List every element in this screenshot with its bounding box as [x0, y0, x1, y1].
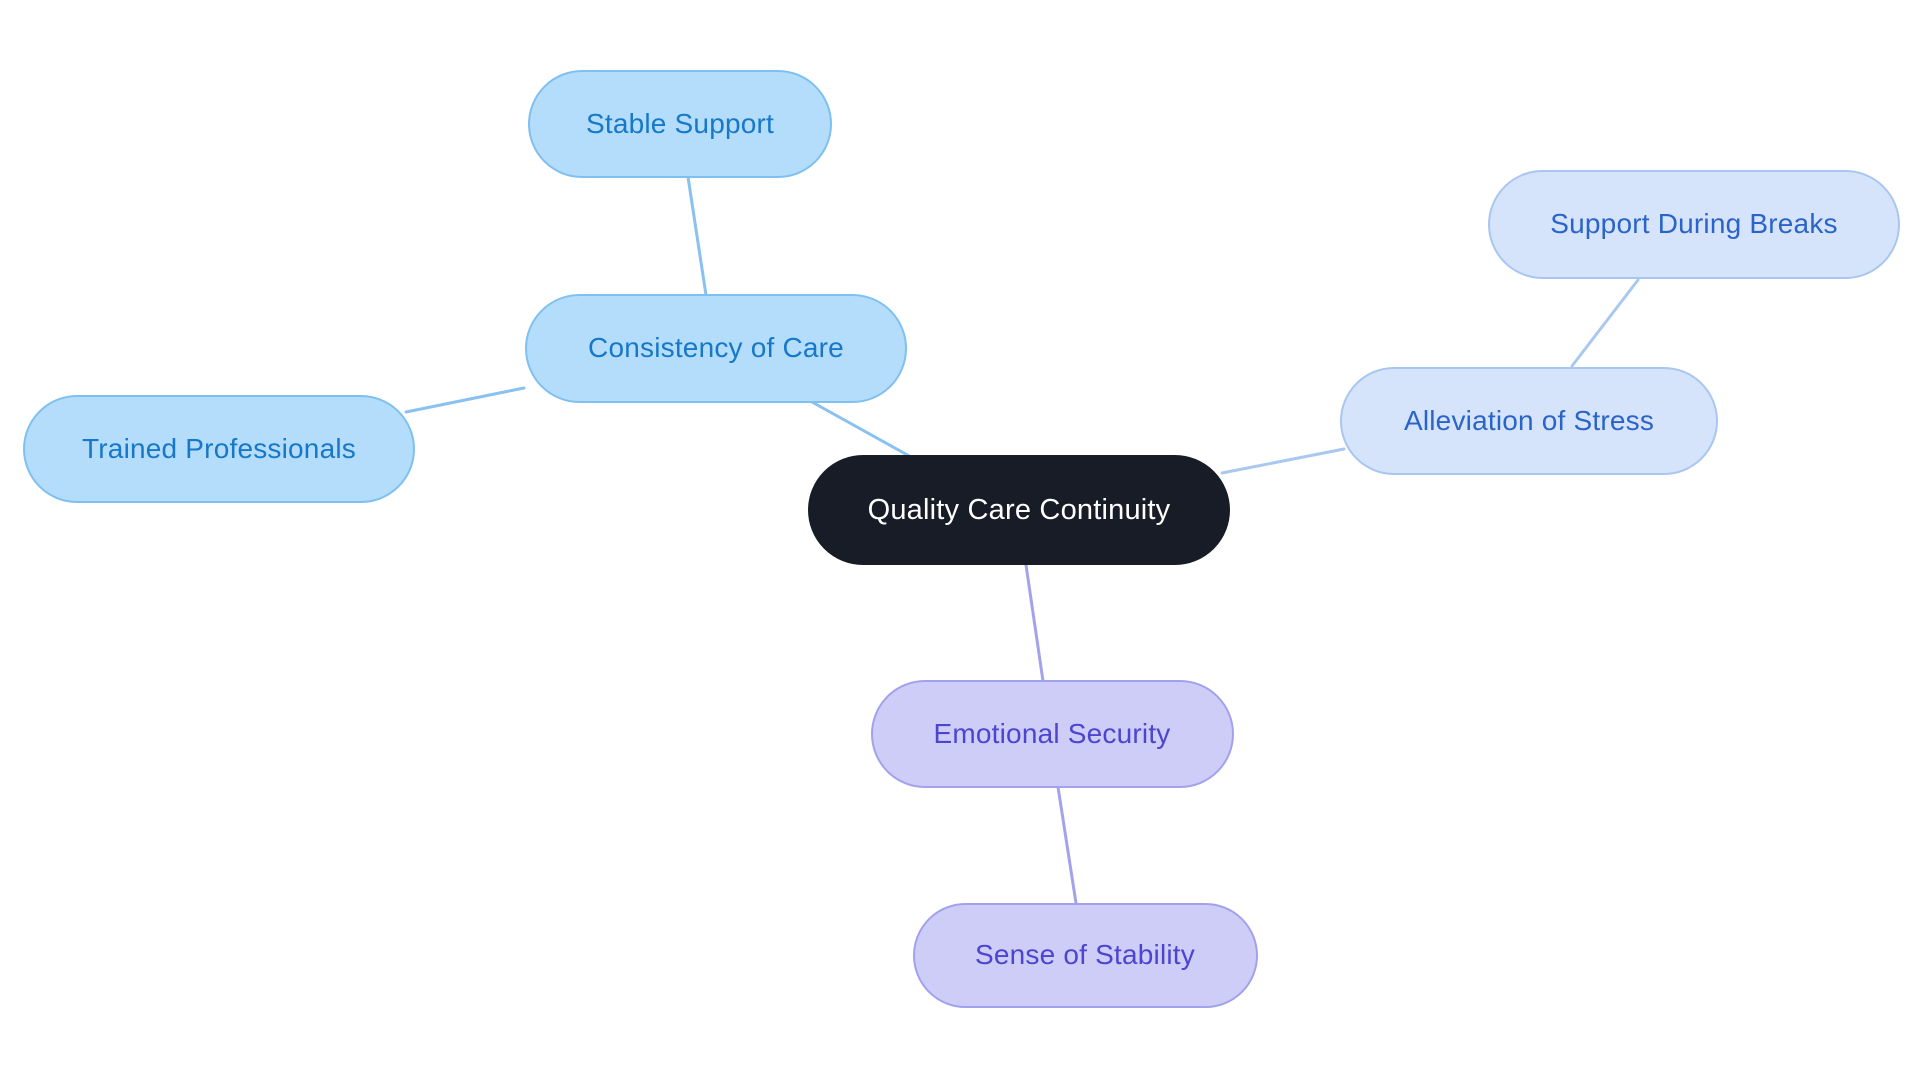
- node-trained-professionals[interactable]: Trained Professionals: [23, 395, 415, 503]
- edge-consistency-of-care--quality-care-continuity: [810, 400, 922, 464]
- node-quality-care-continuity[interactable]: Quality Care Continuity: [808, 455, 1230, 565]
- edge-consistency-of-care--trained-professionals: [404, 386, 526, 414]
- node-consistency-of-care[interactable]: Consistency of Care: [525, 293, 907, 403]
- node-sense-of-stability[interactable]: Sense of Stability: [912, 902, 1258, 1008]
- node-support-during-breaks[interactable]: Support During Breaks: [1488, 169, 1900, 279]
- edge-quality-care-continuity--alleviation-of-stress: [1220, 447, 1346, 475]
- node-alleviation-of-stress[interactable]: Alleviation of Stress: [1340, 367, 1718, 475]
- edge-quality-care-continuity--emotional-security: [1024, 563, 1045, 683]
- node-emotional-security[interactable]: Emotional Security: [870, 680, 1234, 788]
- edge-alleviation-of-stress--support-during-breaks: [1570, 278, 1640, 368]
- edge-emotional-security--sense-of-stability: [1056, 785, 1078, 905]
- node-stable-support[interactable]: Stable Support: [528, 70, 832, 178]
- edge-stable-support--consistency-of-care: [686, 175, 708, 297]
